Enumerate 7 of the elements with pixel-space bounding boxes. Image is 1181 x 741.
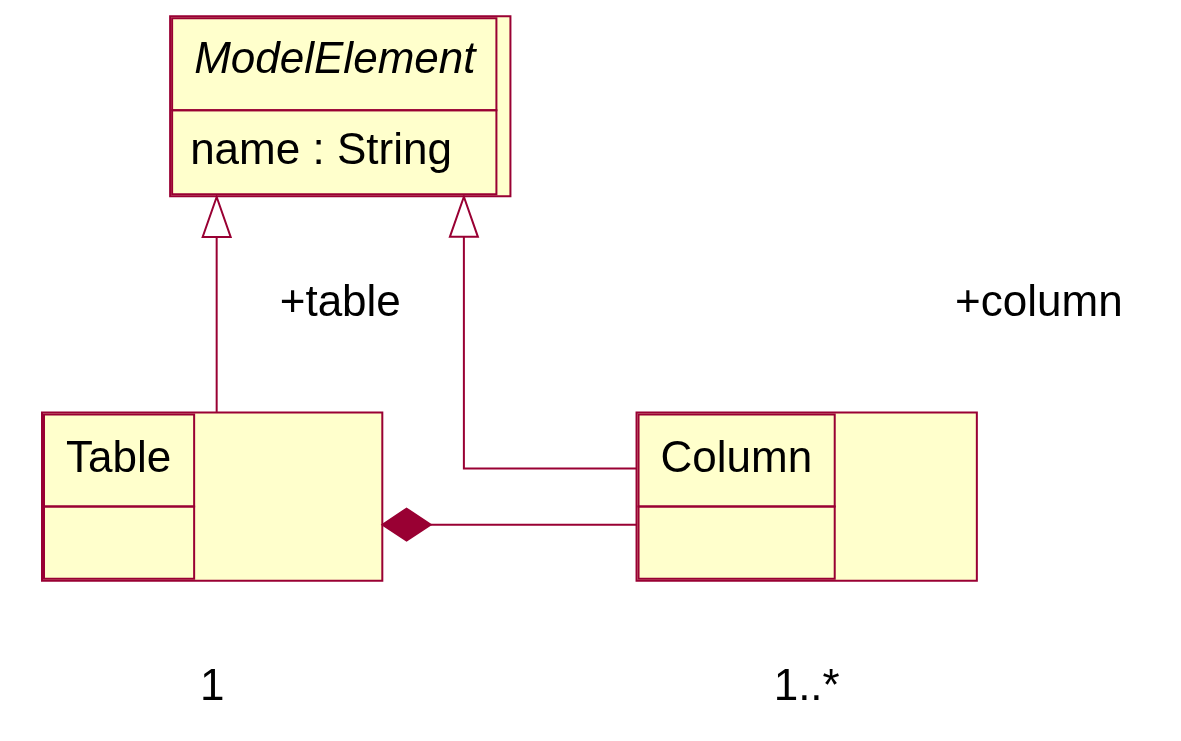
label: +column (955, 275, 1123, 325)
label: 1 (199, 660, 225, 709)
arrow (448, 193, 638, 470)
label: 1..* (773, 660, 840, 709)
connector (380, 507, 638, 542)
arrow (201, 193, 233, 413)
label: +table (279, 275, 401, 325)
